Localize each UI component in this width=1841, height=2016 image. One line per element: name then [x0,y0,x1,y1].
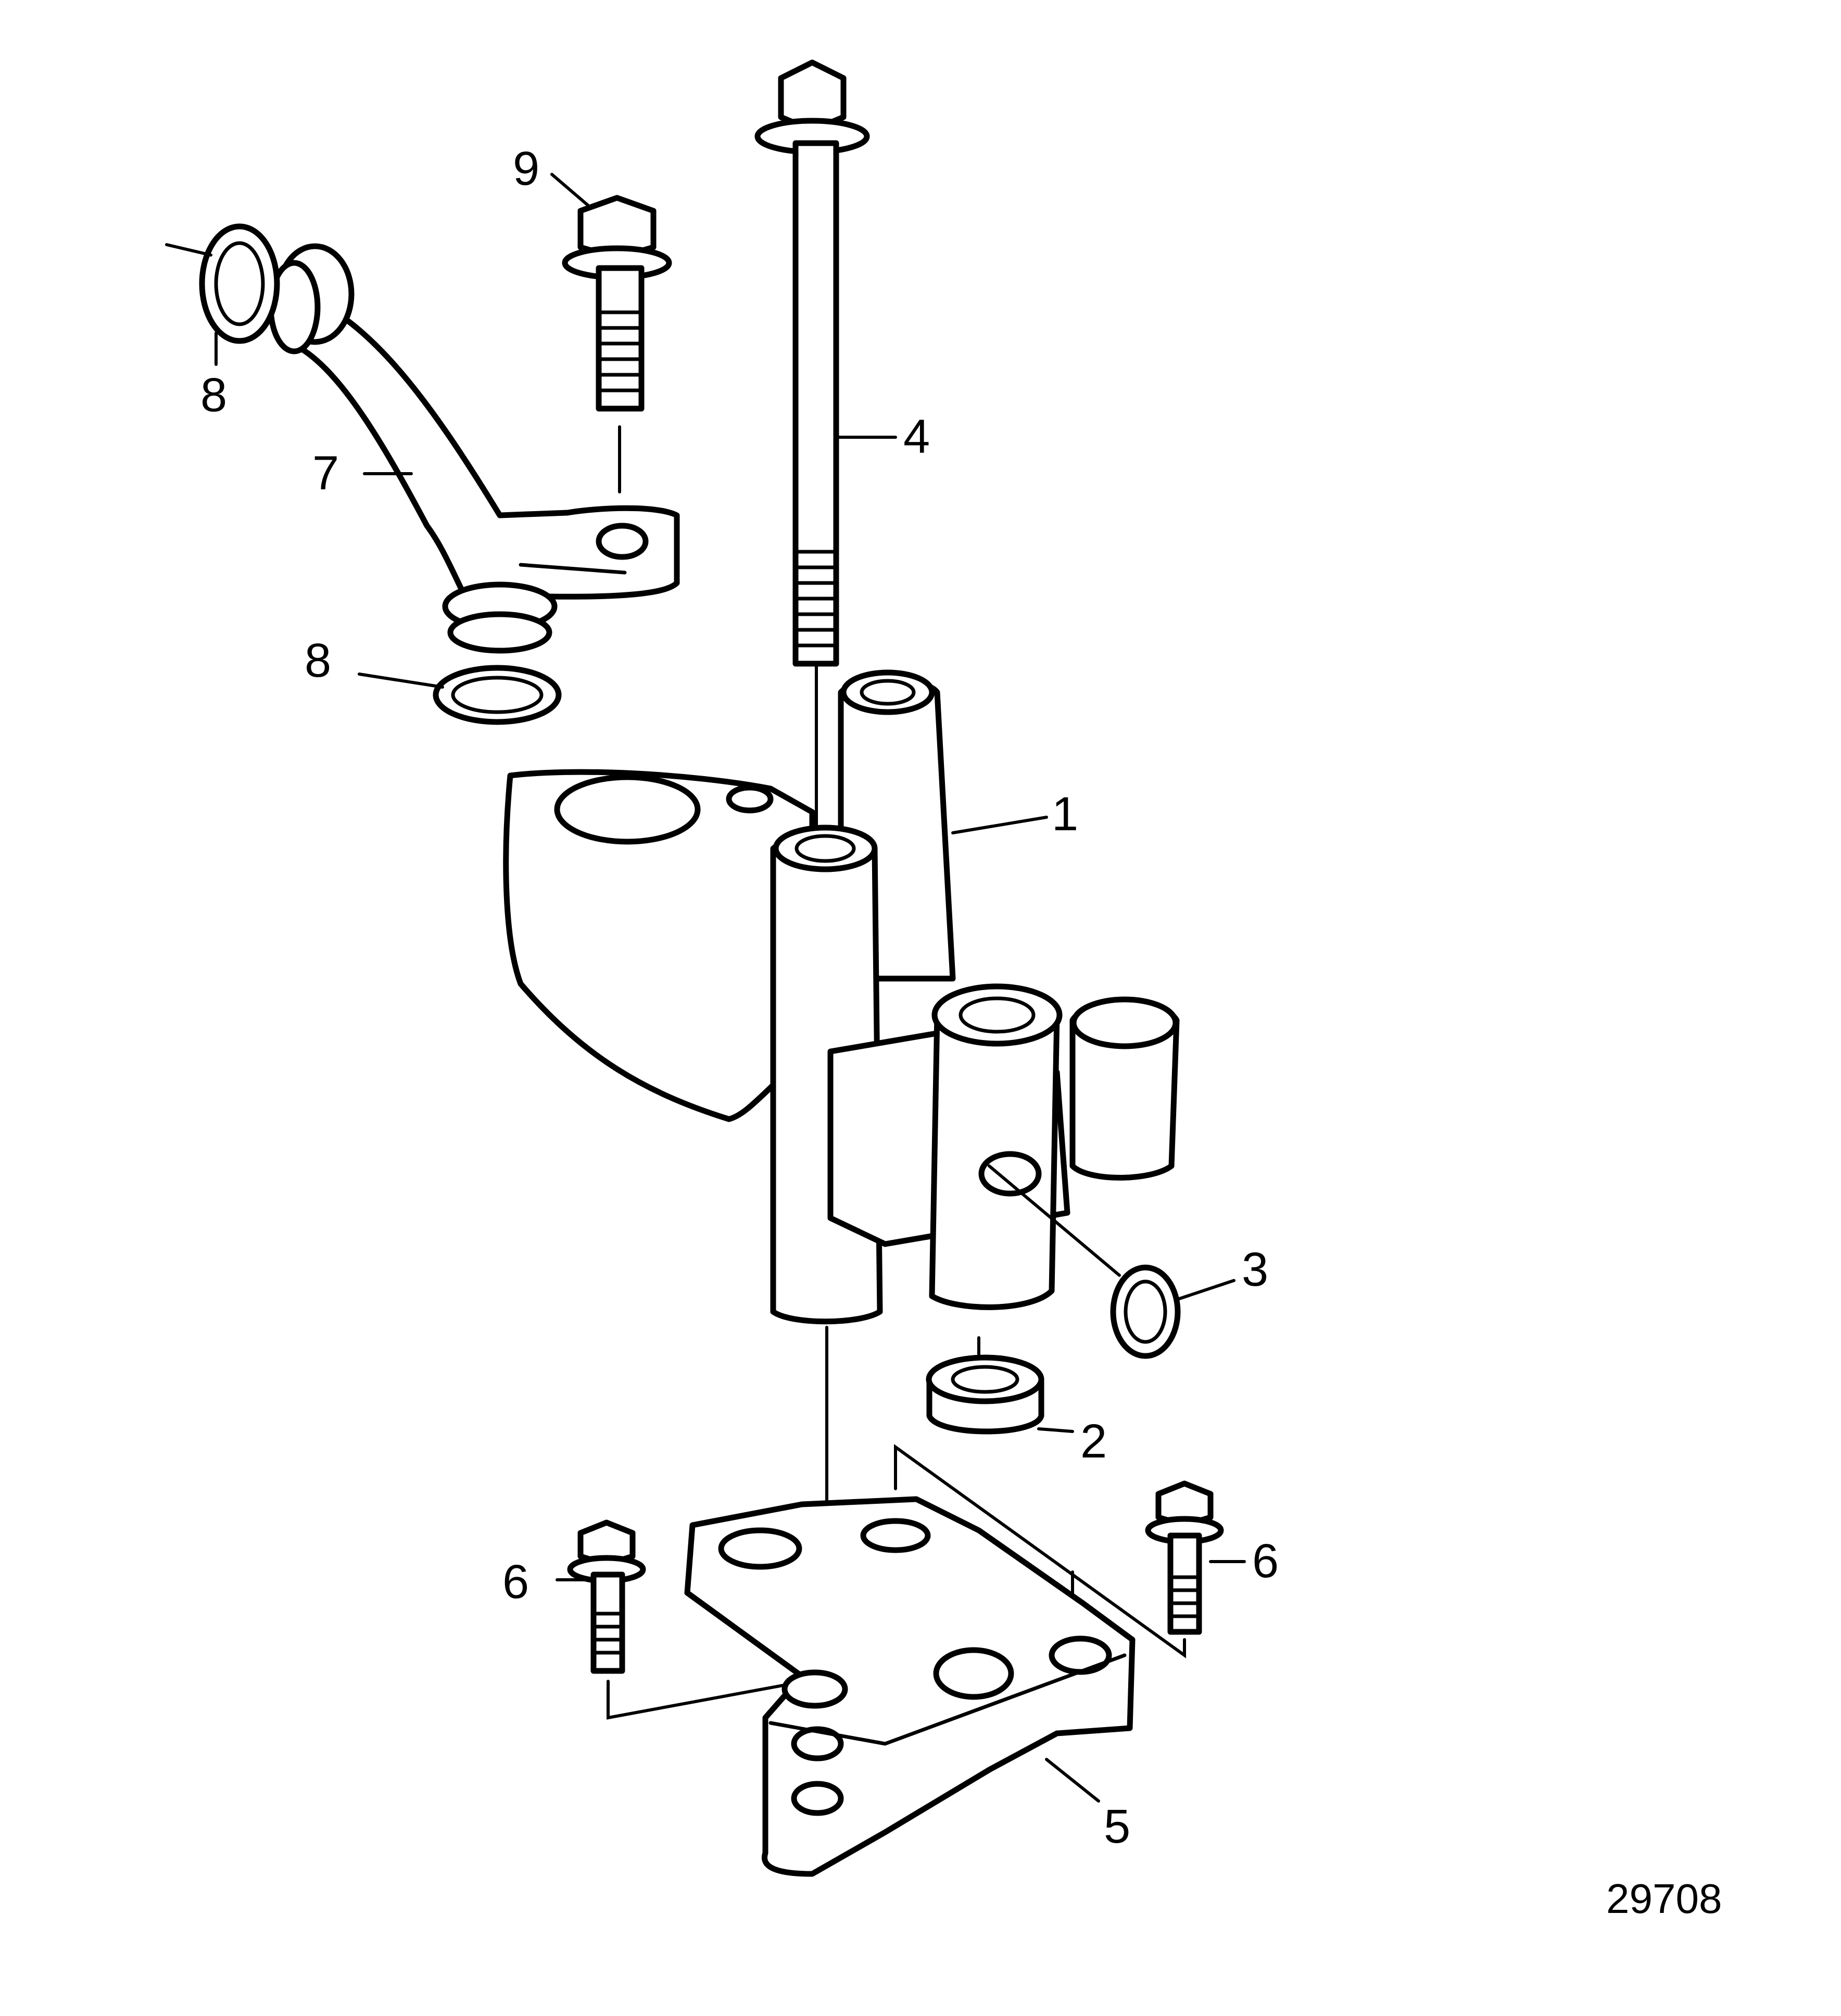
base-plate-part-5 [684,1496,1136,1877]
callout-2: 2 [1080,1415,1107,1468]
sleeve-part-2 [926,1354,1044,1435]
callout-leaders [165,173,1246,1581]
callout-8-bottom: 8 [305,634,331,687]
nut-part-3 [1110,1264,1181,1359]
callout-labels: 1 2 3 4 5 6 6 7 8 8 9 [200,142,1279,1853]
long-bolt-part-4 [754,59,870,855]
bolt-part-6-right [894,1444,1224,1658]
bracket-body-part-1 [503,669,1180,1745]
figure-number: 29708 [1606,1875,1722,1922]
callout-6-left: 6 [502,1555,529,1608]
pipe-part-7 [268,243,680,654]
seal-ring-part-8-top [199,223,280,344]
callout-9: 9 [513,142,539,195]
callout-5: 5 [1104,1800,1130,1853]
callout-8-top: 8 [200,369,227,422]
seal-ring-part-8-bottom [433,665,562,725]
bolt-part-6-left [567,1519,835,1720]
bolt-part-9 [562,195,672,493]
callout-7: 7 [312,447,339,500]
callout-1: 1 [1052,788,1078,841]
callout-4: 4 [903,410,930,463]
callout-3: 3 [1242,1243,1268,1296]
callout-6-right: 6 [1252,1535,1279,1588]
